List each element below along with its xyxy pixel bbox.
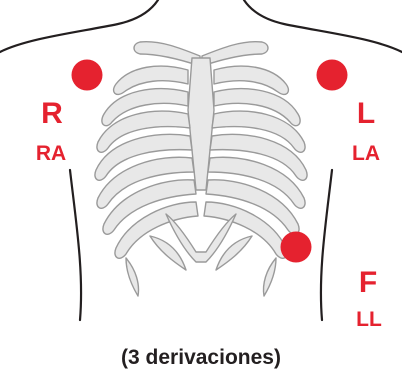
lead-letter-f: F: [354, 268, 382, 298]
electrode-la: [317, 60, 348, 91]
lead-code-la: LA: [343, 143, 389, 164]
lead-code-ra: RA: [28, 143, 74, 164]
lead-letter-l: L: [352, 99, 380, 129]
electrode-ra: [72, 60, 103, 91]
electrode-ll: [281, 232, 312, 263]
lead-code-ll: LL: [346, 309, 392, 330]
ribcage: [95, 42, 307, 296]
diagram-caption: (3 derivaciones): [0, 346, 402, 370]
lead-letter-r: R: [38, 99, 66, 129]
